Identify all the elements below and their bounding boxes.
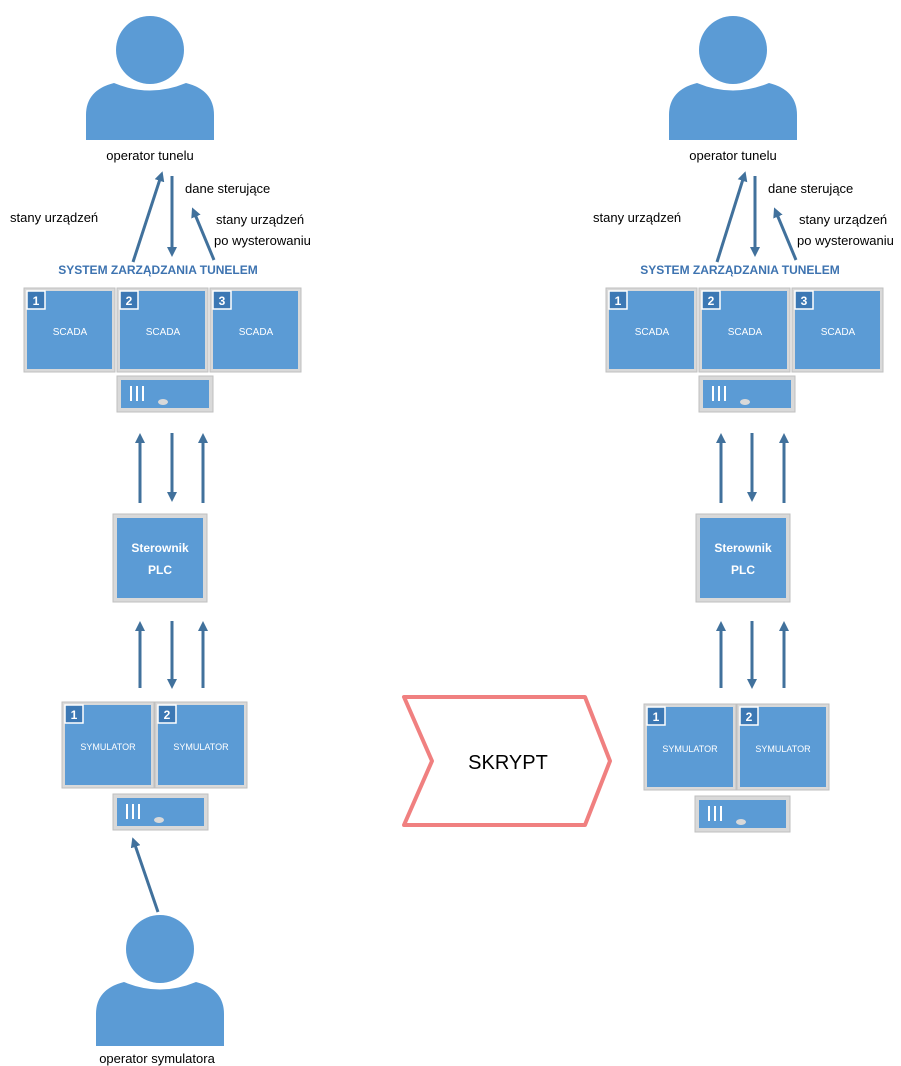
operator-arrows-right [715,171,798,263]
scada-label: SCADA [146,327,181,338]
label-after-control-2-right: po wysterowaniu [797,233,894,248]
plc-line1-right: Sterownik [714,541,772,555]
simulator-number: 1 [653,710,660,724]
simulator-label: SYMULATOR [173,742,229,752]
operator-tunnel-label-right: operator tunelu [689,148,776,163]
scada-label: SCADA [635,327,670,338]
scada-monitor-2: 2 SCADA [116,287,209,373]
scada-monitor-1: 1 SCADA [23,287,116,373]
arrow-states-after-up [191,207,216,261]
left-diagram: operator tunelu stany urządzeń dane ster… [10,16,311,1066]
operator-tunnel-icon [86,16,214,140]
plc-line2: PLC [148,563,172,577]
scada-number: 1 [615,294,622,308]
operator-simulator-icon [96,915,224,1046]
simulator-monitor-1-right: 1 SYMULATOR [643,703,737,791]
operator-tunnel-label: operator tunelu [106,148,193,163]
label-after-control-2: po wysterowaniu [214,233,311,248]
simulator-number: 2 [164,708,171,722]
simulator-label: SYMULATOR [80,742,136,752]
label-after-control-1: stany urządzeń [216,212,304,227]
label-device-states-right: stany urządzeń [593,210,681,225]
simulator-monitor-2: 2 SYMULATOR [154,701,248,789]
operator-tunnel-icon-right [669,16,797,140]
scada-number: 3 [801,294,808,308]
simulator-label: SYMULATOR [662,744,718,754]
plc-arrows-top-right [716,433,789,503]
scada-number: 3 [219,294,226,308]
script-chevron: SKRYPT [402,695,612,827]
label-device-states: stany urządzeń [10,210,98,225]
scada-number: 2 [708,294,715,308]
plc-arrows-bottom [135,621,208,689]
system-title: SYSTEM ZARZĄDZANIA TUNELEM [58,263,258,277]
script-label: SKRYPT [468,752,548,774]
scada-label: SCADA [728,327,763,338]
scada-monitor-1-right: 1 SCADA [605,287,698,373]
simulator-server-icon-right [694,795,791,833]
operator-arrows [131,171,216,263]
simulator-server-icon [112,793,209,831]
label-control-data: dane sterujące [185,181,270,196]
plc-line1: Sterownik [131,541,189,555]
scada-server-icon-right [698,375,796,413]
arrow-sim-operator [130,837,160,913]
plc-line2-right: PLC [731,563,755,577]
right-diagram: operator tunelu stany urządzeń dane ster… [593,16,894,833]
scada-label: SCADA [239,327,274,338]
system-title-right: SYSTEM ZARZĄDZANIA TUNELEM [640,263,840,277]
plc-arrows-bottom-right [716,621,789,689]
simulator-monitor-1: 1 SYMULATOR [61,701,155,789]
scada-label: SCADA [821,327,856,338]
simulator-monitor-2-right: 2 SYMULATOR [736,703,830,791]
arrow-states-up [131,171,165,263]
label-after-control-1-right: stany urządzeń [799,212,887,227]
scada-server-icon [116,375,214,413]
operator-simulator-label: operator symulatora [99,1051,215,1066]
scada-monitor-3-right: 3 SCADA [791,287,884,373]
simulator-number: 2 [746,710,753,724]
plc-arrows-top [135,433,208,503]
scada-number: 2 [126,294,133,308]
simulator-number: 1 [71,708,78,722]
scada-monitor-2-right: 2 SCADA [698,287,791,373]
scada-number: 1 [33,294,40,308]
scada-monitor-3: 3 SCADA [209,287,302,373]
simulator-label: SYMULATOR [755,744,811,754]
plc-controller-right: Sterownik PLC [695,513,791,603]
label-control-data-right: dane sterujące [768,181,853,196]
scada-label: SCADA [53,327,88,338]
plc-controller: Sterownik PLC [112,513,208,603]
